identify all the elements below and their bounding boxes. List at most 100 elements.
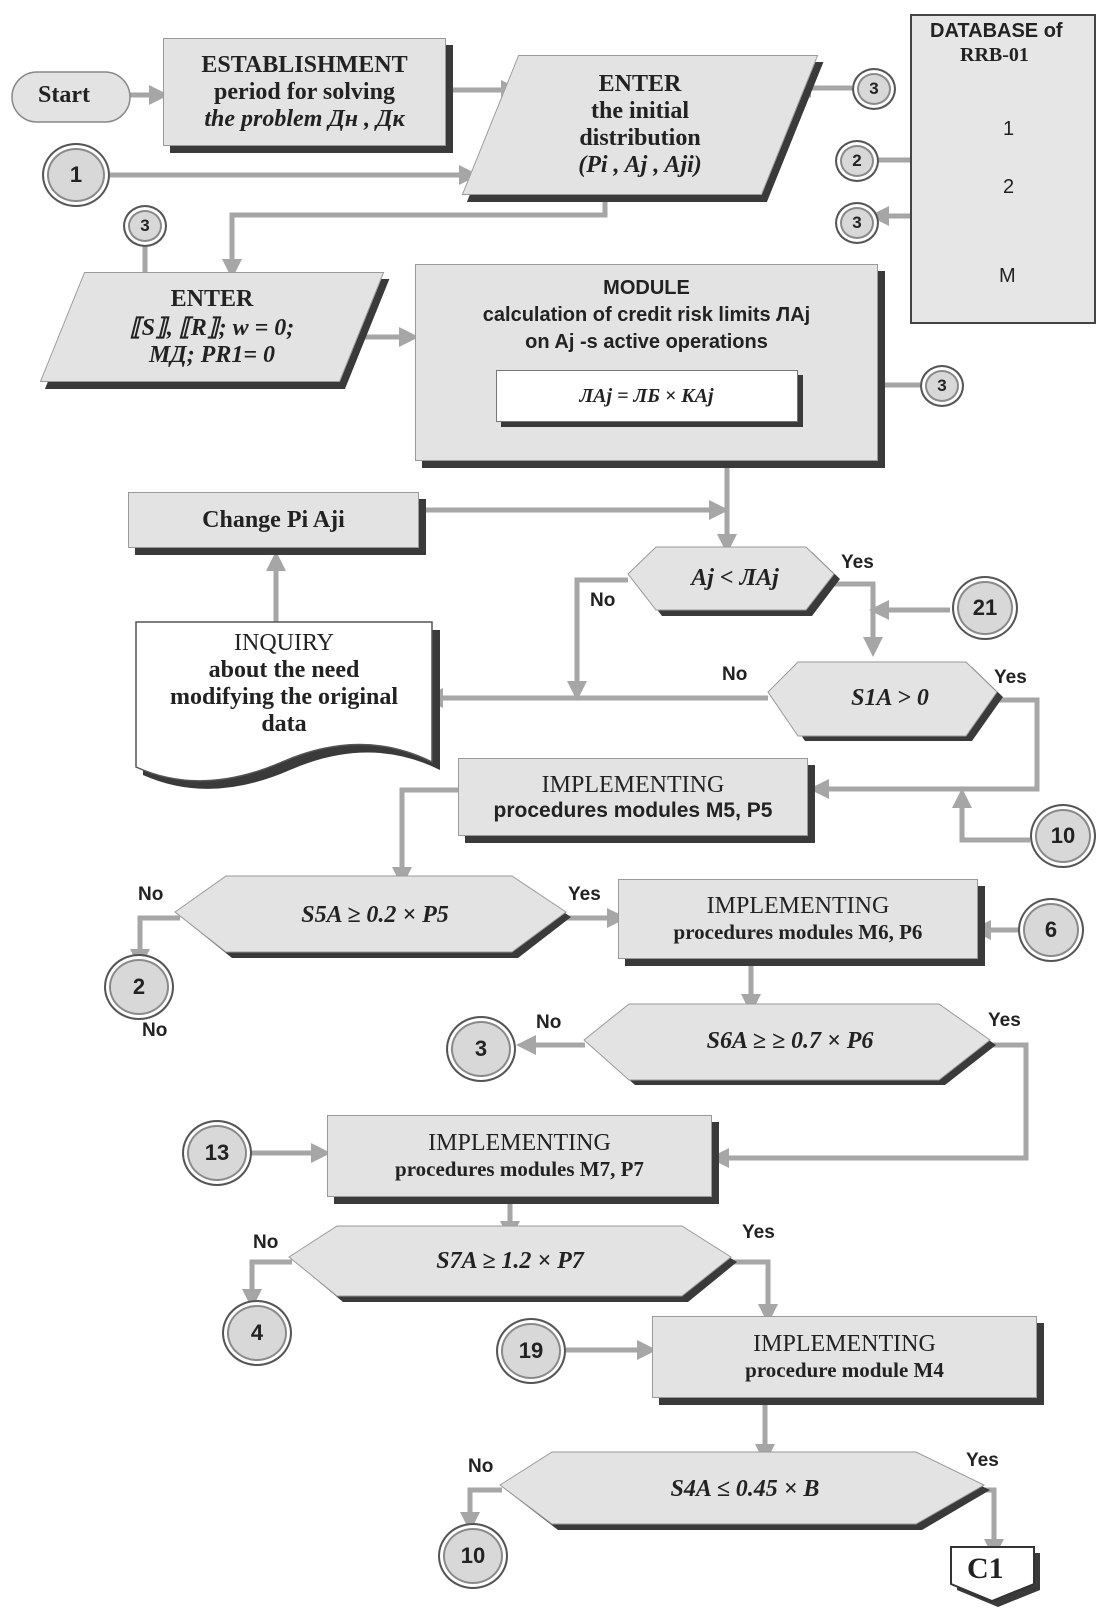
offpage-connector-shape [950,1546,1035,1603]
arrow-d2-yes [809,697,1040,799]
offpage-c1-label: C1 [967,1552,1004,1585]
decision-d5 [174,875,567,953]
decision-d6 [583,1003,991,1081]
impl6-title: IMPLEMENTING [706,893,890,919]
d1-yes-label: Yes [841,552,874,573]
decision-d6-label: S6A ≥ ≥ 0.7 × P6 [706,1027,874,1054]
enter2-title: ENTER [170,285,254,312]
connector-3-module: 3 [920,365,964,407]
d4-yes-label: Yes [966,1450,999,1471]
db-cylinder-1-label: 1 [1003,118,1015,140]
arrow-d4-no [460,1487,502,1532]
change-box: Change Pi Aji [128,492,419,548]
enter-sr-box: ENTER ⟦S⟧, ⟦R⟧; w = 0; MД; PR1= 0 [39,272,385,382]
module-line3: on Aj -s active operations [525,331,768,353]
establishment-title: ESTABLISHMENT [201,51,408,78]
d1-no-label: No [590,590,616,611]
decision-d2 [767,661,998,737]
arrow-c10a [952,788,1030,843]
impl6-line2: procedures modules M6, P6 [673,920,923,944]
d2-no-label: No [722,664,748,685]
establishment-box: ESTABLISHMENT period for solving the pro… [163,38,446,146]
arrow-d4-yes [984,1487,1004,1559]
connector-3-enter2: 3 [123,205,167,247]
db-cylinder-2-label: 2 [1003,176,1015,198]
inquiry-title: INQUIRY [234,630,334,656]
impl7-line2: procedures modules M7, P7 [395,1157,644,1181]
implementing-m6-box: IMPLEMENTING procedures modules M6, P6 [618,879,978,959]
connector-19: 19 [496,1318,566,1384]
d5-yes-label: Yes [568,884,601,905]
arrow-d1-yes [830,581,883,657]
decision-d4 [499,1451,986,1525]
implementing-m7-box: IMPLEMENTING procedures modules M7, P7 [327,1115,712,1197]
impl4-title: IMPLEMENTING [753,1331,936,1357]
database-panel [910,14,1096,324]
d6-no-label: No [536,1012,562,1033]
inquiry-text: INQUIRY about the need modifying the ori… [136,630,432,738]
implementing-m4-box: IMPLEMENTING procedure module M4 [652,1316,1037,1398]
enter-initial-box: ENTER the initial distribution (Pi , Aj … [461,55,819,195]
decision-d1 [627,546,835,611]
enter2-line2: ⟦S⟧, ⟦R⟧; w = 0; [129,314,295,341]
arrow-d6-yes [709,1042,1029,1168]
decision-d1-label: Aj < ЛAj [691,564,779,591]
connector-10-top: 10 [1030,804,1096,868]
d5-no-label-2: No [142,1020,168,1041]
d7-yes-label: Yes [742,1222,775,1243]
module-box: MODULE calculation of credit risk limits… [415,264,878,461]
d5-no-label: No [138,884,164,905]
connector-1: 1 [42,143,110,207]
impl5-title: IMPLEMENTING [541,771,725,798]
db-cylinder-m-label: M [999,265,1016,287]
d6-yes-label: Yes [988,1010,1021,1031]
decision-d7-label: S7A ≥ 1.2 × P7 [436,1247,584,1274]
connector-3-enter1: 3 [852,68,896,110]
connector-3-db: 3 [835,202,879,244]
impl7-title: IMPLEMENTING [428,1130,611,1156]
connector-2-d5: 2 [104,954,174,1020]
database-title: DATABASE of [930,20,1063,42]
enter1-line4: (Pi , Aj , Aji) [578,152,702,178]
decision-d7 [288,1225,732,1297]
establishment-line2: period for solving [214,78,395,105]
decision-d2-label: S1A > 0 [851,684,929,711]
d7-no-label: No [253,1232,279,1253]
start-label: Start [38,82,90,108]
start-terminator [11,71,131,123]
decision-d4-label: S4A ≤ 0.45 × B [670,1475,820,1502]
arrow-d1-no [567,577,628,701]
enter1-line2: the initial [590,98,689,124]
enter1-line3: distribution [579,125,701,151]
impl5-line2: procedures modules M5, P5 [493,798,773,822]
connector-13: 13 [182,1120,252,1186]
inquiry-line2: about the need [208,657,360,683]
connector-2-db: 2 [835,140,879,182]
connector-3-d6: 3 [446,1016,516,1082]
arrow-d7-no [242,1259,292,1309]
decision-d5-label: S5A ≥ 0.2 × P5 [301,901,449,928]
database-subtitle: RRB-01 [960,44,1029,66]
module-formula: ЛAj = ЛБ × KAj [495,370,798,422]
change-label: Change Pi Aji [202,506,345,533]
arrow-d5-no [130,915,180,969]
connector-6: 6 [1018,898,1084,962]
arrow-enter1-enter2 [222,197,608,279]
d4-no-label: No [468,1456,494,1477]
inquiry-line3: modifying the original [169,684,398,710]
connector-10-bottom: 10 [438,1523,508,1589]
connector-21: 21 [952,576,1018,640]
impl4-line2: procedure module M4 [745,1358,944,1382]
establishment-line3: the problem Дн , Дк [204,105,405,132]
implementing-m5-box: IMPLEMENTING procedures modules M5, P5 [458,758,808,836]
inquiry-document [135,621,433,782]
arrow-d7-yes [730,1259,778,1324]
enter1-title: ENTER [598,71,682,97]
module-title: MODULE [603,277,690,299]
enter2-line3: MД; PR1= 0 [148,341,276,368]
d2-yes-label: Yes [994,667,1027,688]
arrow-impl5-d5 [392,787,458,887]
connector-4: 4 [222,1300,292,1366]
